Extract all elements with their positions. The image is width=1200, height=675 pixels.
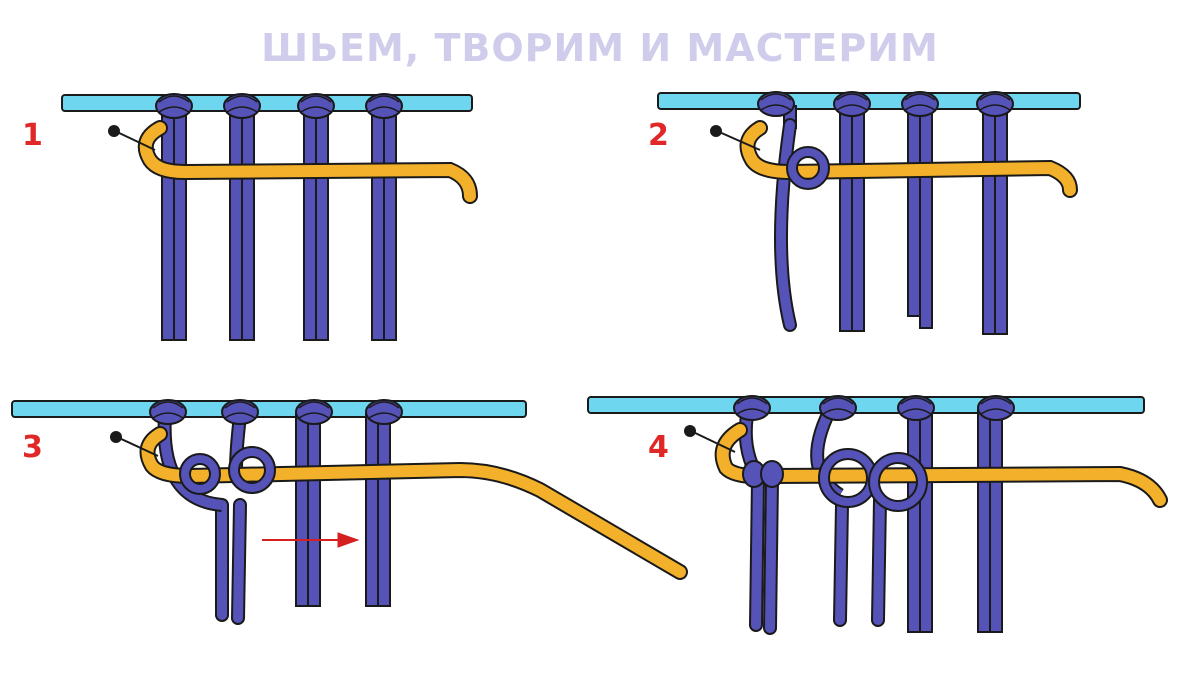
panel-step-2 (657, 91, 1081, 335)
pin (114, 130, 156, 151)
page-title: ШЬЕМ, ТВОРИМ И МАСТЕРИМ (261, 26, 939, 70)
pin-head (110, 431, 122, 443)
working-cord (714, 422, 1168, 508)
step-number-4: 4 (648, 430, 669, 465)
holder-cord (587, 396, 1145, 414)
panel-step-3 (11, 399, 688, 625)
step-number-2: 2 (648, 118, 669, 153)
hanging-strands (907, 409, 1003, 633)
panel-step-4 (587, 395, 1168, 635)
hanging-strands (295, 413, 391, 607)
holder-cord (61, 94, 473, 112)
direction-arrow (262, 532, 360, 548)
hanging-strands (839, 105, 1008, 335)
pin-head (684, 425, 696, 437)
step-number-3: 3 (22, 430, 43, 465)
pin-head (710, 125, 722, 137)
pin (690, 430, 736, 453)
holder-cord (11, 400, 527, 418)
panel-step-1 (61, 93, 478, 341)
step-number-1: 1 (22, 118, 43, 153)
pin (716, 130, 761, 151)
hanging-strands (161, 107, 397, 341)
pin-head (108, 125, 120, 137)
pin (116, 436, 159, 457)
